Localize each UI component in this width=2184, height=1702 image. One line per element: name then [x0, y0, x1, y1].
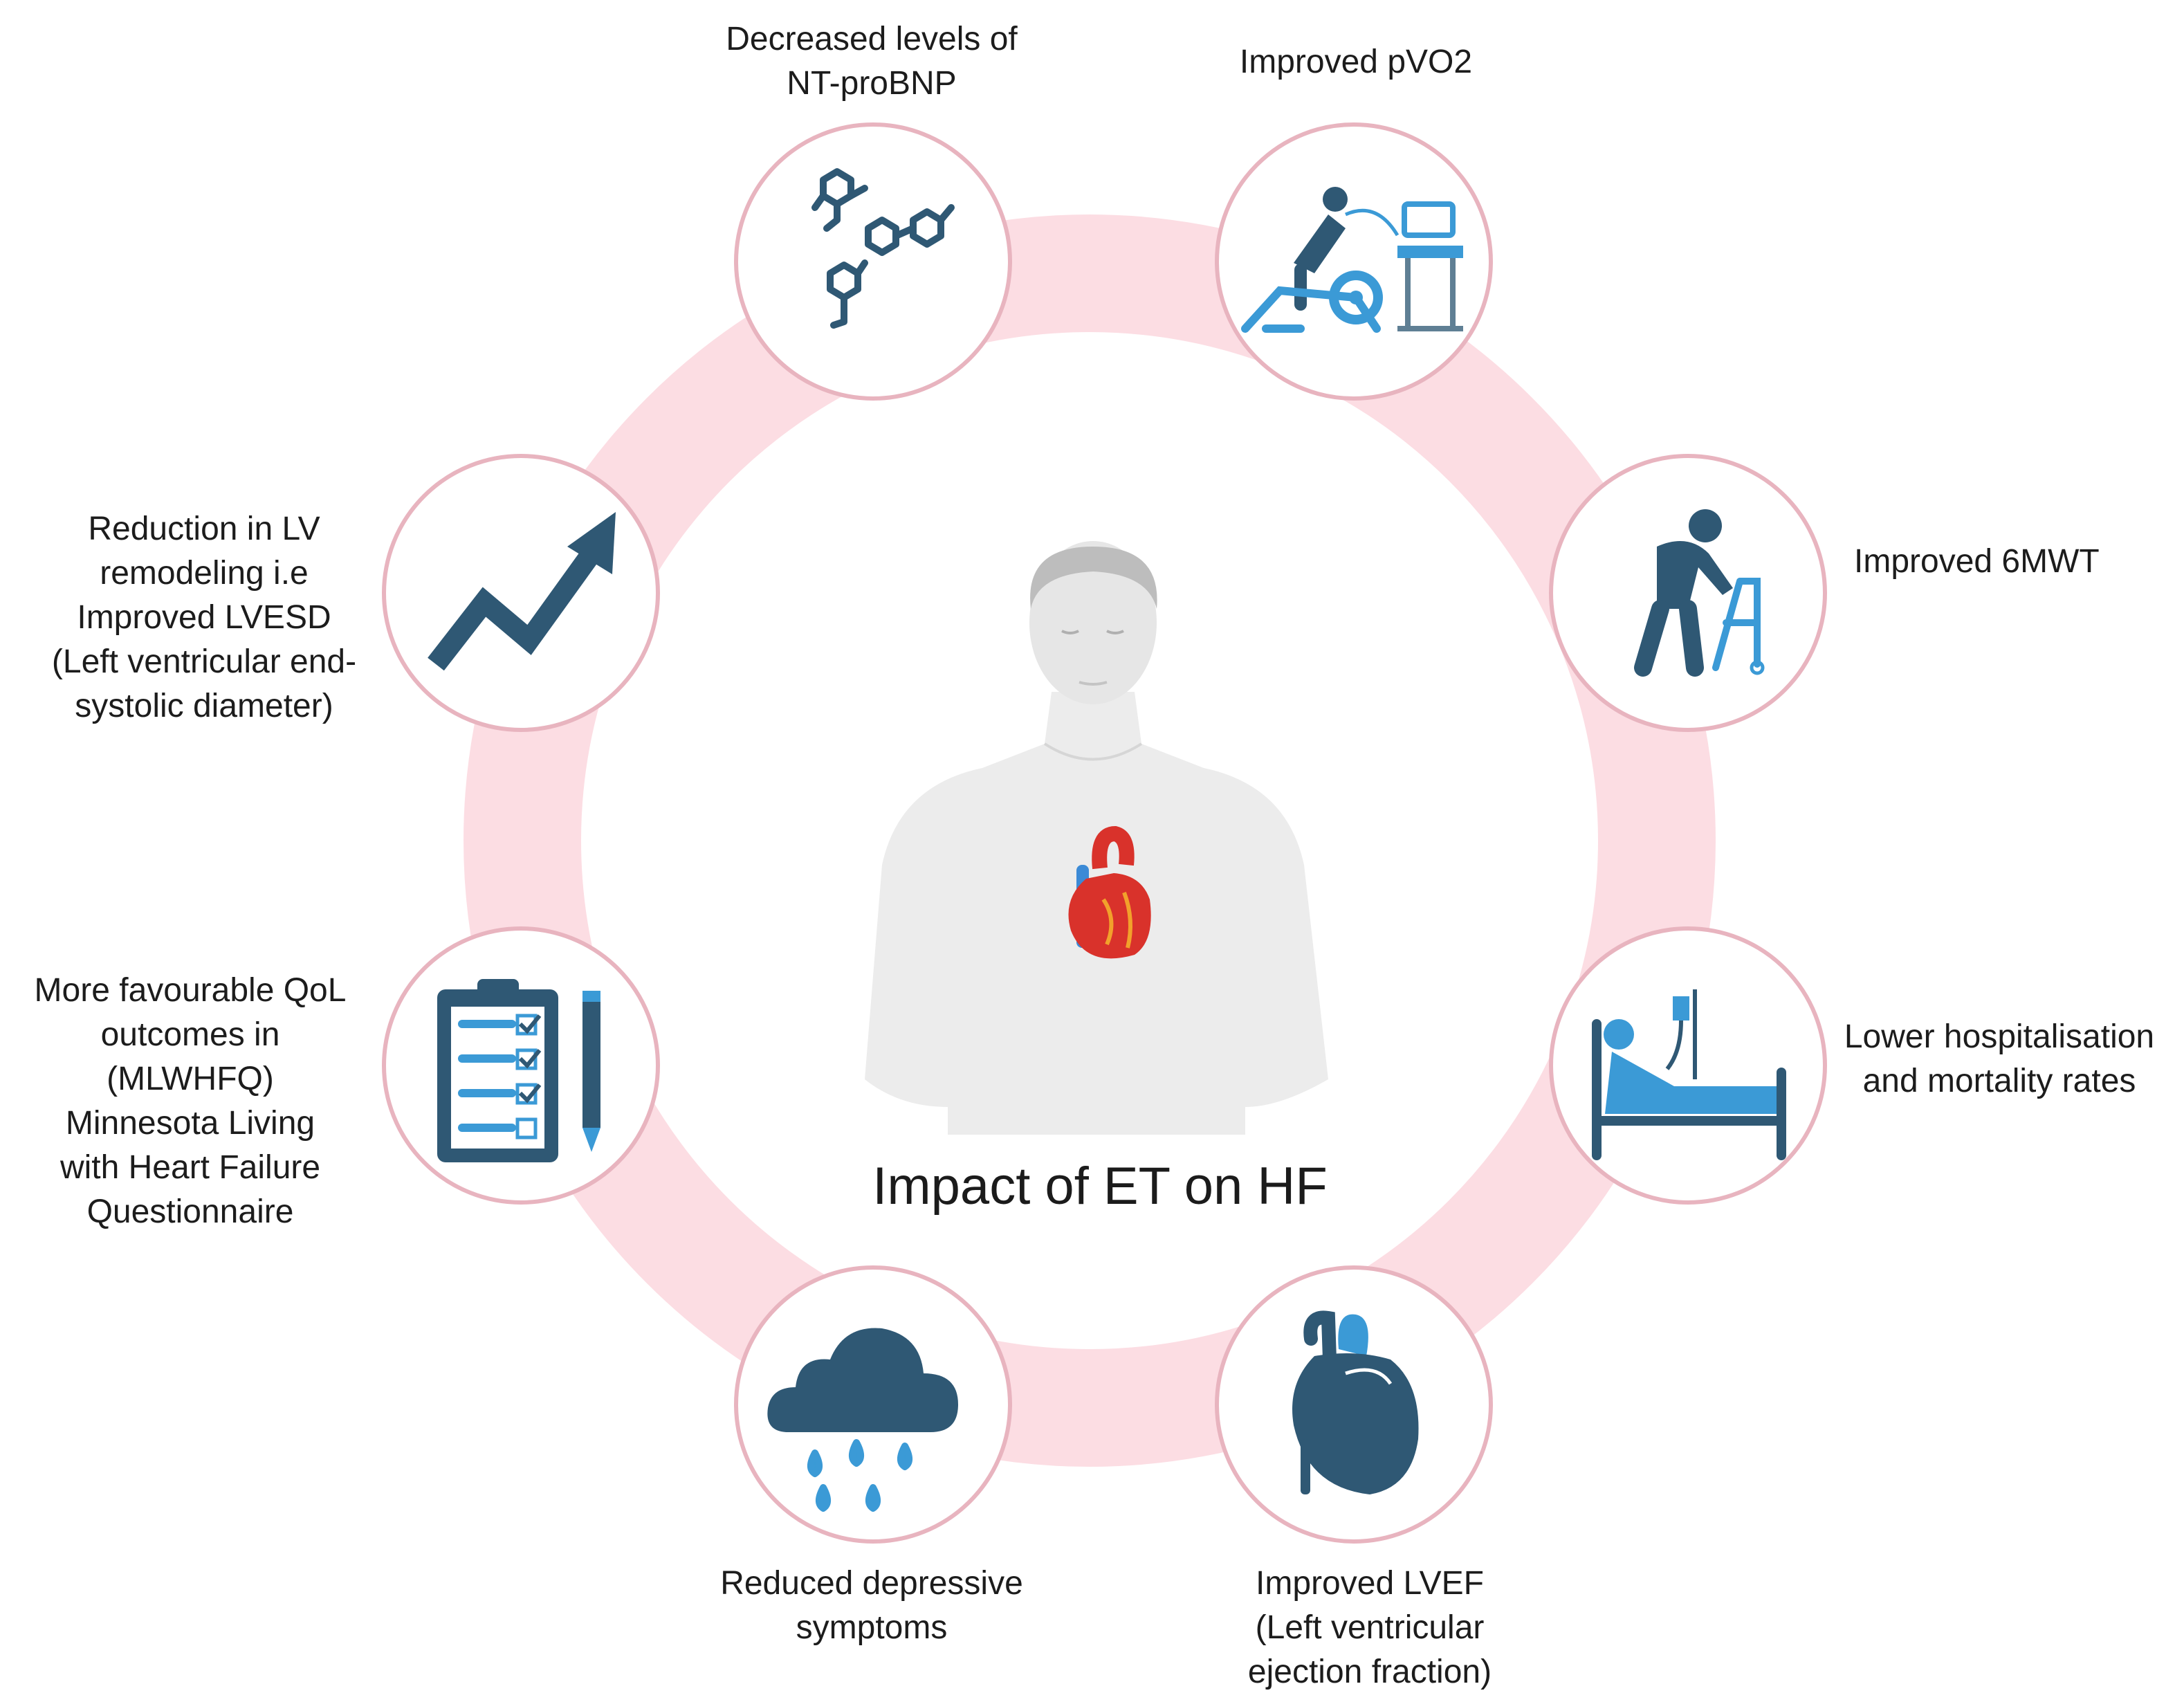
label-pvo2: Improved pVO2: [1204, 40, 1508, 84]
node-pvo2: [1215, 122, 1493, 401]
label-line: Questionnaire: [86, 1193, 294, 1230]
label-line: Improved pVO2: [1239, 44, 1473, 80]
hospital-bed-icon: [1592, 989, 1786, 1160]
label-line: outcomes in: [100, 1016, 280, 1053]
anatomical-heart-icon: [1068, 825, 1151, 959]
node-lvesd: [382, 454, 660, 732]
label-line: (MLWHFQ): [107, 1061, 274, 1097]
label-line: Improved 6MWT: [1854, 543, 2100, 580]
label-line: Reduction in LV: [88, 511, 320, 547]
rain-cloud-icon: [767, 1328, 958, 1512]
label-line: symptoms: [796, 1609, 948, 1646]
node-qol: [382, 926, 660, 1205]
label-line: Reduced depressive: [720, 1565, 1023, 1602]
label-line: Improved LVEF: [1256, 1565, 1484, 1602]
label-line: More favourable QoL: [34, 972, 347, 1009]
node-lvesd-circle: [382, 454, 660, 732]
label-line: NT-proBNP: [787, 65, 957, 102]
molecule-icon: [811, 168, 955, 329]
exercise-bike-icon: [1241, 187, 1463, 333]
label-lvef: Improved LVEF (Left ventricular ejection…: [1204, 1562, 1536, 1694]
label-line: (Left ventricular: [1255, 1609, 1485, 1646]
label-line: ejection fraction): [1247, 1654, 1492, 1690]
trend-arrow-icon: [428, 512, 616, 671]
label-hospitalisation: Lower hospitalisation and mortality rate…: [1826, 1015, 2172, 1104]
label-lvesd: Reduction in LV remodeling i.e Improved …: [24, 507, 384, 729]
ring: [464, 214, 1716, 1467]
label-line: systolic diameter): [75, 688, 333, 724]
node-depressive: [734, 1265, 1012, 1544]
clipboard-checklist-icon: [437, 979, 600, 1162]
label-qol: More favourable QoL outcomes in (MLWHFQ)…: [7, 969, 374, 1234]
node-hospitalisation: [1549, 926, 1827, 1205]
label-line: Decreased levels of: [726, 21, 1018, 57]
node-ntprobnp-circle: [734, 122, 1012, 401]
label-depressive: Reduced depressive symptoms: [699, 1562, 1045, 1650]
label-line: Minnesota Living: [65, 1105, 315, 1142]
label-line: remodeling i.e: [100, 555, 309, 592]
node-pvo2-circle: [1215, 122, 1493, 401]
label-line: with Heart Failure: [59, 1149, 321, 1186]
label-line: and mortality rates: [1862, 1063, 2136, 1099]
node-hospitalisation-circle: [1549, 926, 1827, 1205]
node-ntprobnp: [734, 122, 1012, 401]
label-6mwt: Improved 6MWT: [1854, 540, 2145, 584]
node-lvef: [1215, 1265, 1493, 1544]
diagram-title: Impact of ET on HF: [872, 1157, 1328, 1216]
walker-icon: [1634, 509, 1765, 677]
heart-icon: [1292, 1310, 1419, 1494]
label-line: (Left ventricular end-: [51, 643, 357, 680]
label-line: Lower hospitalisation: [1844, 1018, 2155, 1055]
label-line: Improved LVESD: [77, 599, 331, 636]
label-ntprobnp: Decreased levels of NT-proBNP: [713, 17, 1031, 106]
node-6mwt: [1549, 454, 1827, 732]
